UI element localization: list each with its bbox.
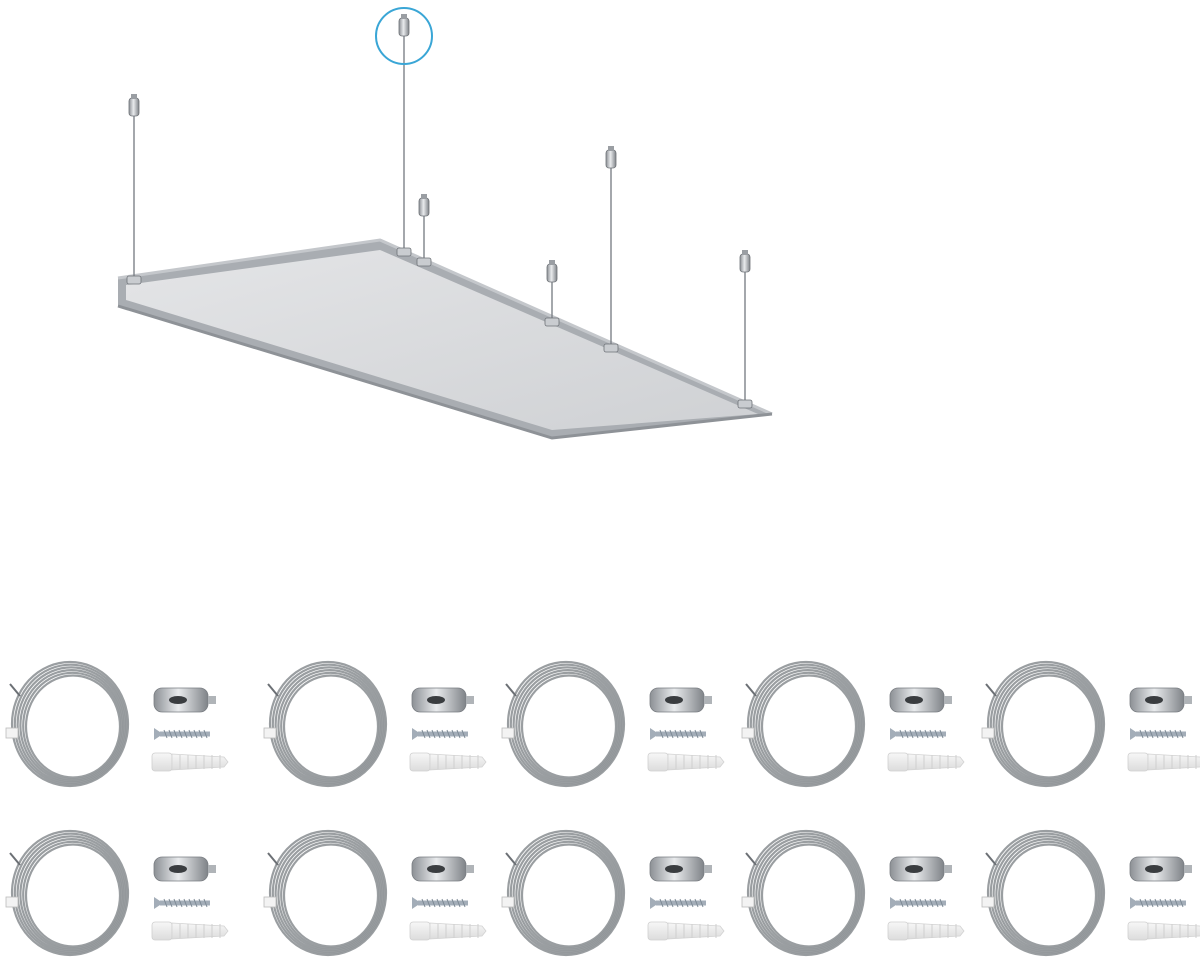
hanger-4 bbox=[544, 260, 560, 327]
kit-1 bbox=[5, 660, 229, 788]
screw-icon bbox=[650, 728, 706, 740]
wall-plug-icon bbox=[887, 921, 965, 941]
screw-icon bbox=[412, 897, 468, 909]
panel-clip-icon bbox=[603, 343, 619, 353]
kit-9 bbox=[741, 829, 965, 957]
hanger-2 bbox=[396, 14, 412, 257]
kit-8 bbox=[501, 829, 725, 957]
wall-plug-icon bbox=[409, 921, 487, 941]
wall-plug-icon bbox=[1127, 752, 1200, 772]
kit-7 bbox=[263, 829, 487, 957]
wall-plug-icon bbox=[647, 752, 725, 772]
wire-coil-icon bbox=[501, 660, 626, 788]
panel-clip-icon bbox=[737, 399, 753, 409]
ceiling-anchor-icon bbox=[398, 17, 410, 37]
wire-coil-icon bbox=[981, 660, 1106, 788]
panel-clip-icon bbox=[126, 275, 142, 285]
screw-icon bbox=[412, 728, 468, 740]
panel-clip-icon bbox=[544, 317, 560, 327]
wire-gripper-icon bbox=[649, 856, 712, 882]
ceiling-anchor-icon bbox=[418, 197, 430, 217]
screw-icon bbox=[650, 897, 706, 909]
wire-coil-icon bbox=[741, 829, 866, 957]
screw-icon bbox=[154, 728, 210, 740]
screw-icon bbox=[890, 897, 946, 909]
hanger-6 bbox=[737, 250, 753, 409]
wire-gripper-icon bbox=[889, 856, 952, 882]
suspension-wires bbox=[126, 14, 753, 409]
ceiling-anchor-icon bbox=[605, 149, 617, 169]
kit-5 bbox=[981, 660, 1200, 788]
screw-icon bbox=[1130, 897, 1186, 909]
panel-face bbox=[126, 250, 758, 430]
suspension-kit-grid bbox=[5, 660, 1200, 957]
hanger-1 bbox=[126, 94, 142, 285]
wire-gripper-icon bbox=[1129, 856, 1192, 882]
wire-coil-icon bbox=[5, 829, 130, 957]
wall-plug-icon bbox=[647, 921, 725, 941]
wall-plug-icon bbox=[151, 752, 229, 772]
hanger-5 bbox=[603, 146, 619, 353]
screw-icon bbox=[154, 897, 210, 909]
kit-6 bbox=[5, 829, 229, 957]
kit-4 bbox=[741, 660, 965, 788]
kit-2 bbox=[263, 660, 487, 788]
wire-gripper-icon bbox=[153, 687, 216, 713]
hanger-3 bbox=[416, 194, 432, 267]
wire-gripper-icon bbox=[1129, 687, 1192, 713]
wall-plug-icon bbox=[1127, 921, 1200, 941]
wire-gripper-icon bbox=[889, 687, 952, 713]
wire-gripper-icon bbox=[649, 687, 712, 713]
wall-plug-icon bbox=[151, 921, 229, 941]
ceiling-anchor-icon bbox=[546, 263, 558, 283]
wire-coil-icon bbox=[263, 660, 388, 788]
wire-coil-icon bbox=[263, 829, 388, 957]
kit-10 bbox=[981, 829, 1200, 957]
screw-icon bbox=[890, 728, 946, 740]
wall-plug-icon bbox=[887, 752, 965, 772]
led-panel bbox=[117, 238, 773, 440]
ceiling-anchor-icon bbox=[739, 253, 751, 273]
detail-highlight-ring bbox=[375, 7, 433, 65]
wire-coil-icon bbox=[741, 660, 866, 788]
panel-clip-icon bbox=[396, 247, 412, 257]
ceiling-anchor-icon bbox=[128, 97, 140, 117]
wire-coil-icon bbox=[501, 829, 626, 957]
wire-gripper-icon bbox=[411, 687, 474, 713]
wire-gripper-icon bbox=[153, 856, 216, 882]
wire-coil-icon bbox=[5, 660, 130, 788]
wire-coil-icon bbox=[981, 829, 1106, 957]
panel-clip-icon bbox=[416, 257, 432, 267]
kit-3 bbox=[501, 660, 725, 788]
screw-icon bbox=[1130, 728, 1186, 740]
wall-plug-icon bbox=[409, 752, 487, 772]
wire-gripper-icon bbox=[411, 856, 474, 882]
